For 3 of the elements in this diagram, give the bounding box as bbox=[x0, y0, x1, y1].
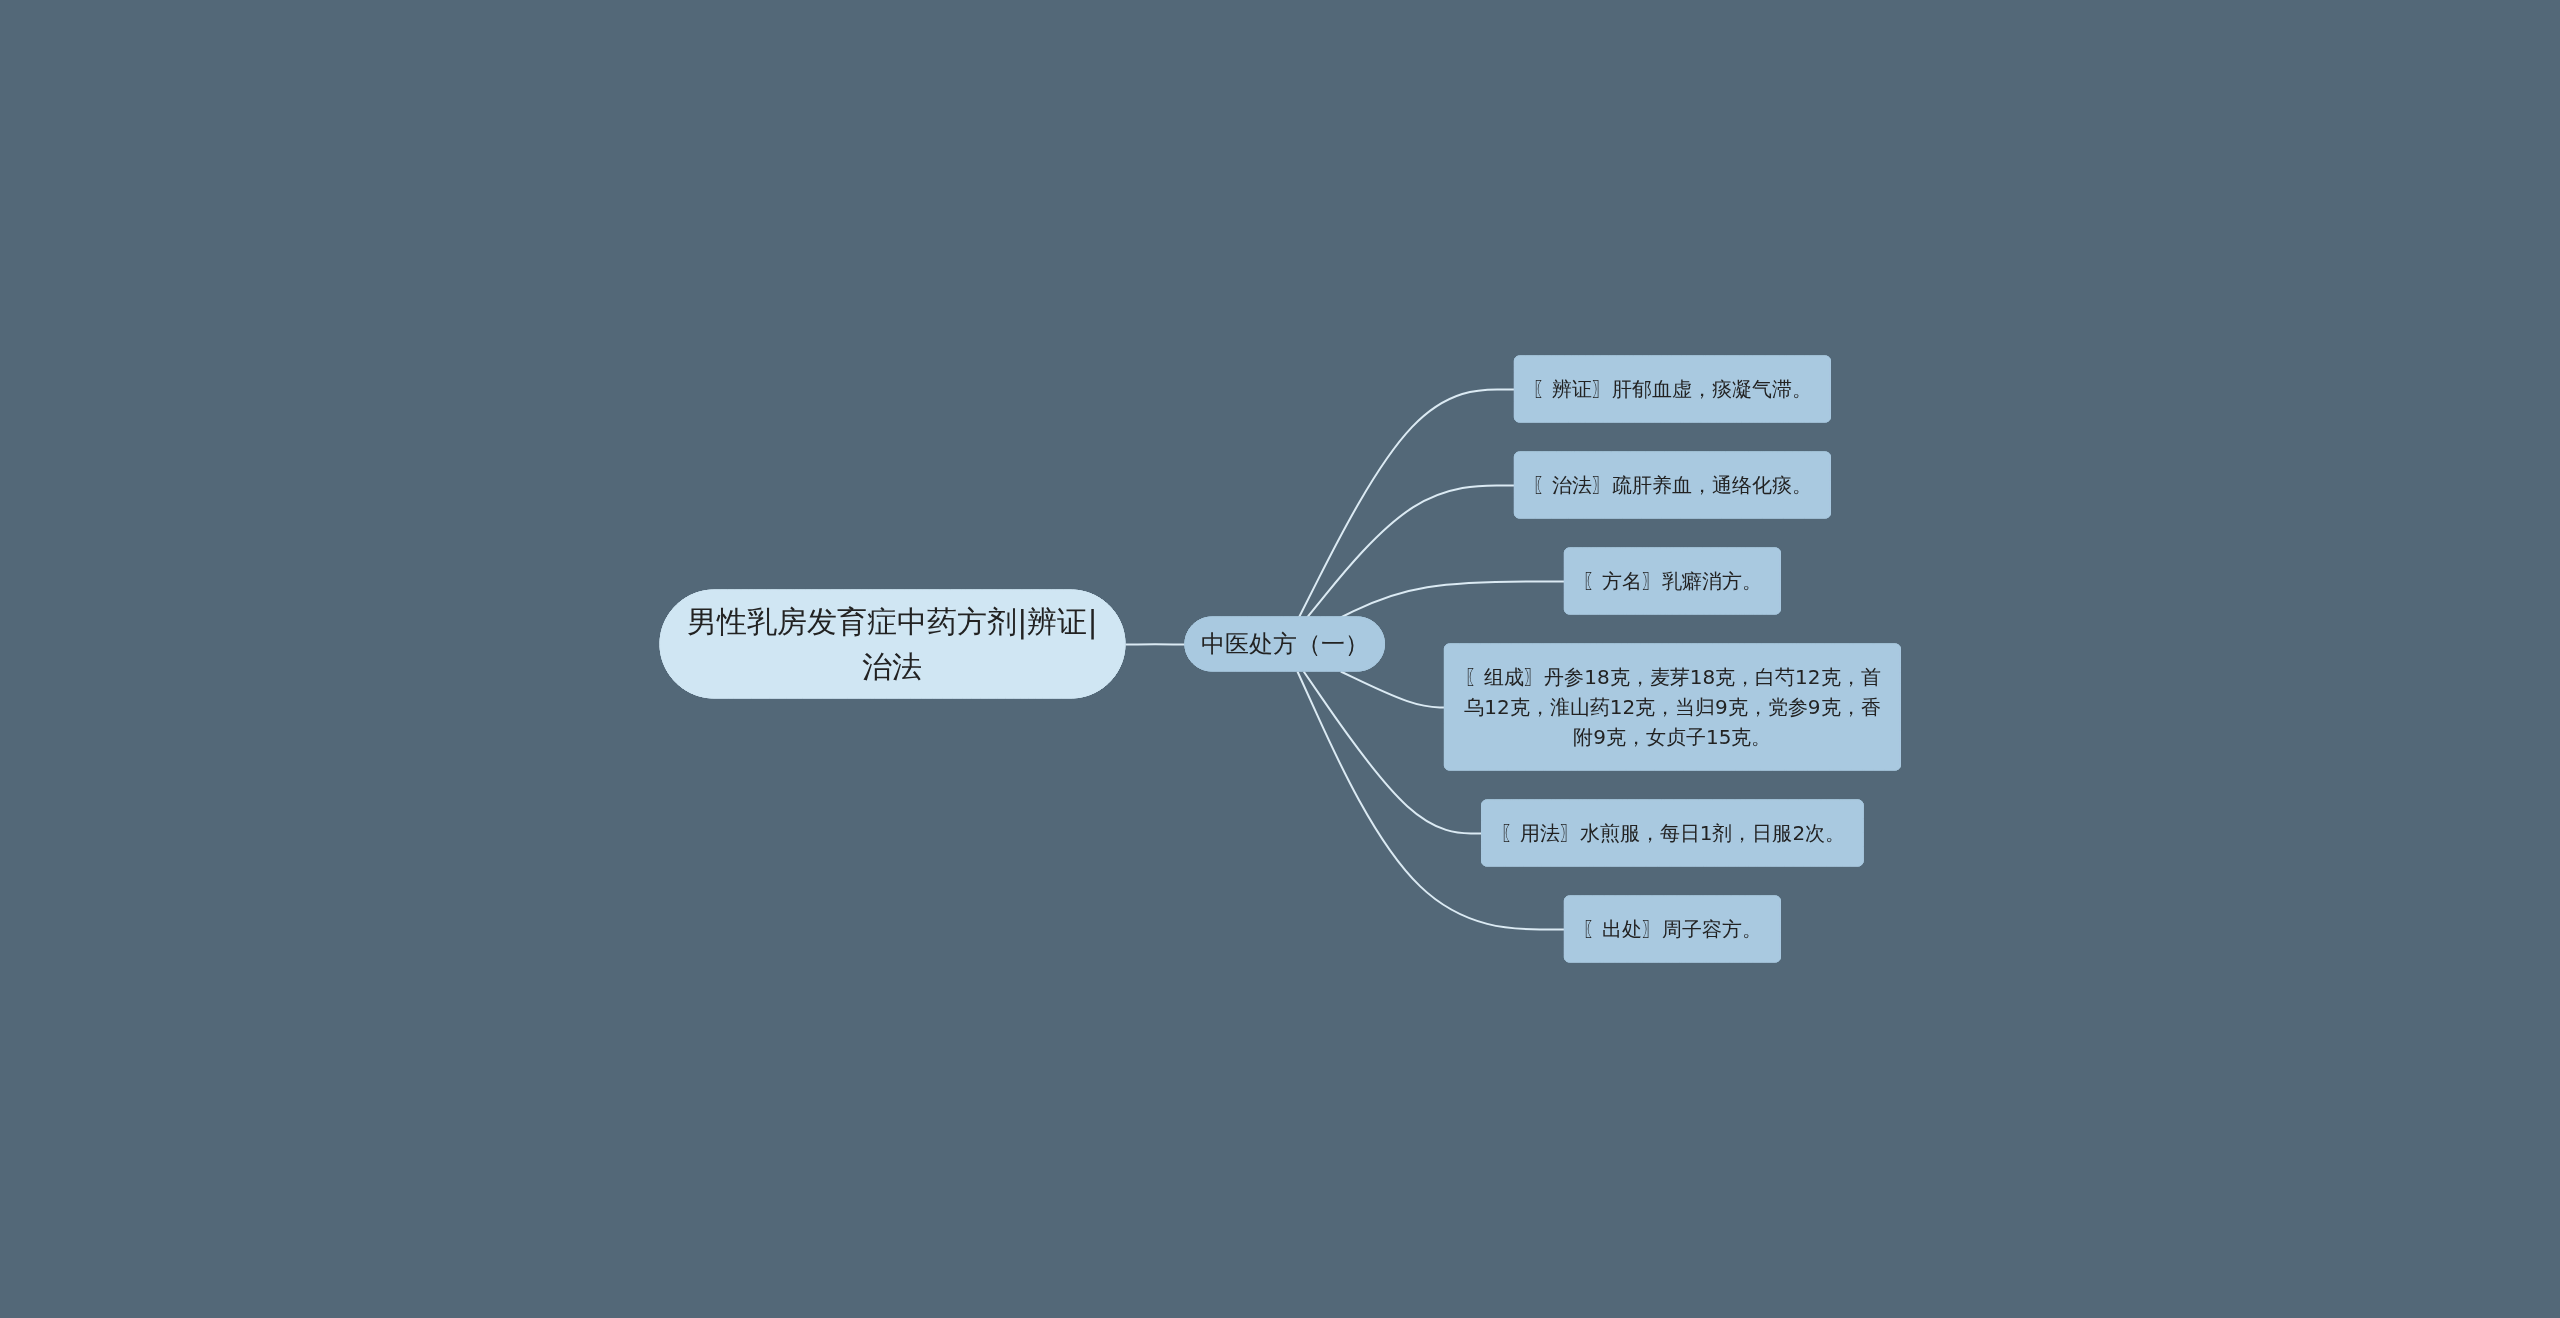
connector bbox=[1302, 670, 1483, 835]
connector bbox=[1339, 670, 1446, 709]
connector bbox=[1296, 670, 1566, 931]
